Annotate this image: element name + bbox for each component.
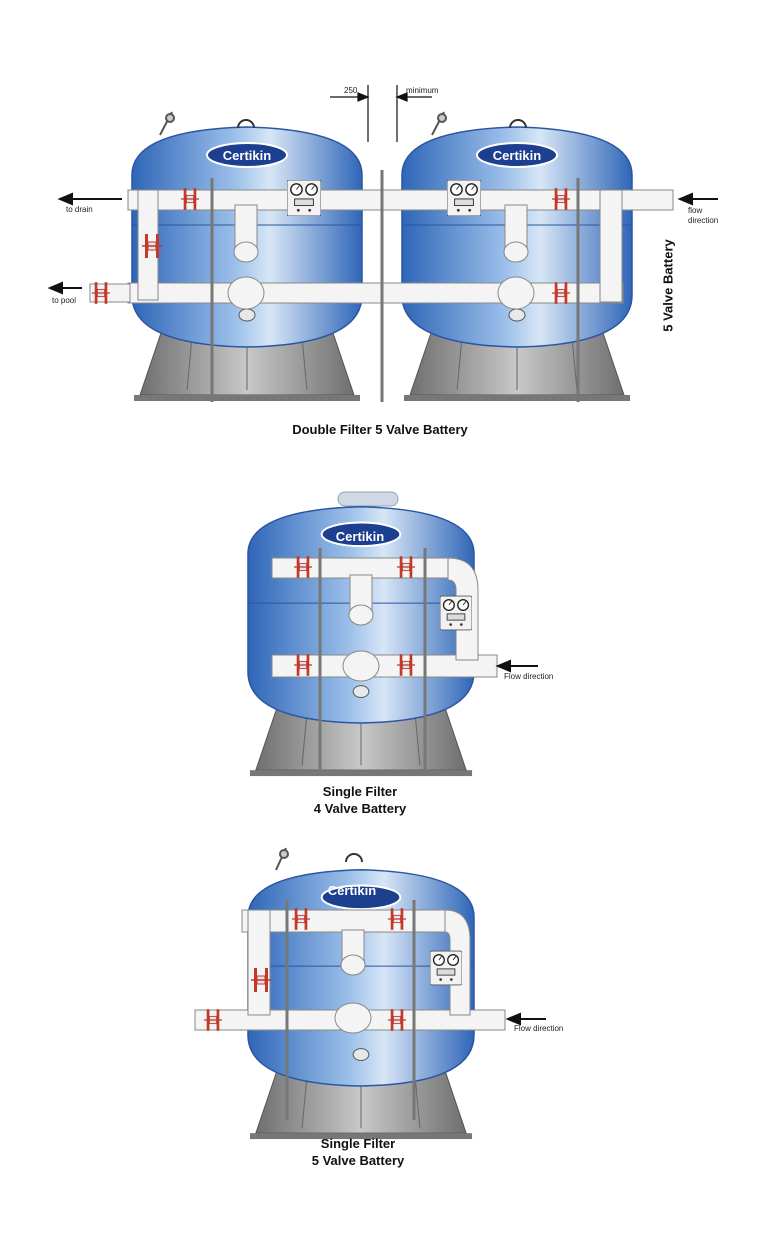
- flow-label-line2: direction: [688, 216, 719, 225]
- single-filter-4-valve-diagram: Certikin: [246, 491, 538, 778]
- lifting-eye-right: [509, 119, 527, 129]
- lifting-eye: [345, 853, 363, 863]
- brand-logo-single-5: Certikin: [328, 883, 376, 898]
- to-drain-label: to drain: [66, 205, 93, 214]
- flow-arrows-double: [47, 192, 718, 295]
- caption-double-filter: Double Filter 5 Valve Battery: [292, 422, 468, 437]
- pressure-gauge-panel: [440, 595, 472, 631]
- caption-single-4-line2: 4 Valve Battery: [313, 801, 407, 816]
- dimension-minimum-label: minimum: [406, 86, 439, 95]
- brand-logo-left: Certikin: [223, 148, 271, 163]
- pressure-gauge-panel: [447, 180, 481, 216]
- tank-single-4: [246, 505, 476, 778]
- flow-arrow-single-5: [505, 1012, 546, 1026]
- flow-direction-label-4: Flow direction: [504, 672, 554, 681]
- air-valve-left: [159, 111, 175, 136]
- flow-direction-label-5: Flow direction: [514, 1024, 564, 1033]
- side-label-5-valve-battery: 5 Valve Battery: [660, 239, 676, 332]
- clearance-dimension: [330, 85, 432, 142]
- flow-label-line1: flow: [688, 206, 703, 215]
- single-filter-5-valve-diagram: Certikin: [194, 847, 546, 1141]
- support-rods-single-4: [318, 548, 427, 775]
- brand-logo-right: Certikin: [493, 148, 541, 163]
- double-filter-diagram: Certikin Certikin: [47, 85, 718, 402]
- air-valve: [275, 847, 289, 871]
- lifting-eye-left: [237, 119, 255, 129]
- caption-single-5-line2: 5 Valve Battery: [311, 1153, 405, 1168]
- pressure-gauge-panel: [430, 950, 462, 986]
- caption-single-4-line1: Single Filter: [322, 784, 398, 799]
- brand-logo-single-4: Certikin: [336, 529, 384, 544]
- tank-right: [401, 126, 633, 402]
- tank-left: [131, 126, 363, 402]
- support-rods-single-5: [285, 900, 416, 1120]
- pressure-gauge-panel: [287, 180, 321, 216]
- tank-lid: [337, 491, 399, 507]
- to-pool-label: to pool: [52, 296, 77, 305]
- support-rods-double: [210, 170, 580, 402]
- air-valve-right: [431, 111, 447, 136]
- flow-arrow-single-4: [495, 659, 538, 673]
- caption-single-5-line1: Single Filter: [320, 1136, 396, 1151]
- dimension-250-label: 250: [344, 86, 358, 95]
